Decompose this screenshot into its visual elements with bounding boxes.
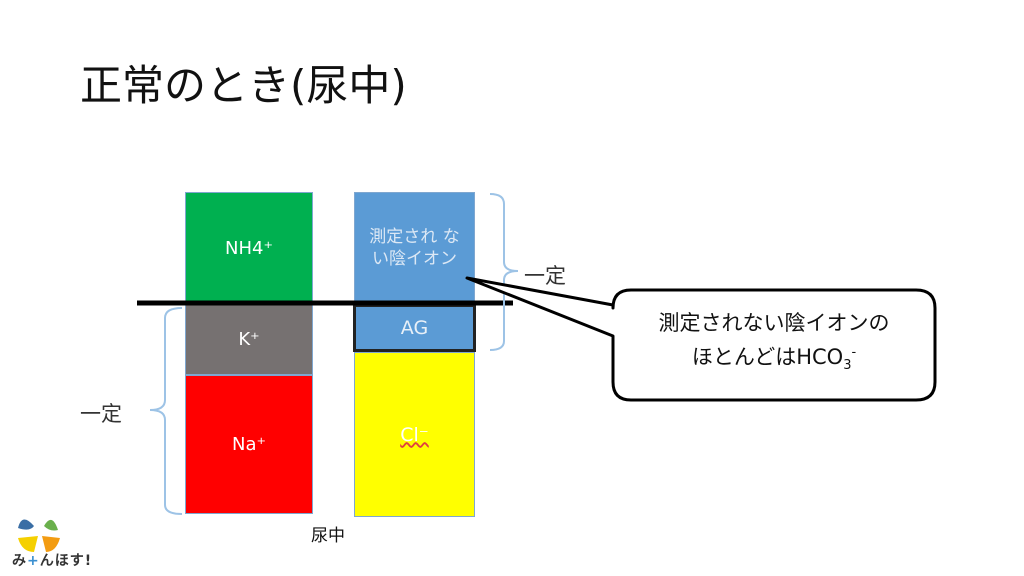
callout-line-2: ほとんどはHCO3- xyxy=(691,345,857,374)
unmeasured-label-1: 測定され な xyxy=(369,227,460,247)
na-segment: Na⁺ xyxy=(185,375,313,514)
cl-segment: Cl⁻ xyxy=(354,352,475,517)
logo-icon xyxy=(18,519,60,552)
unmeasured-label-2: い陰イオン xyxy=(372,249,457,269)
logo-text: み+んほす! xyxy=(12,553,93,569)
left-bracket-label: 一定 xyxy=(80,402,122,426)
right-bracket xyxy=(489,193,519,351)
callout-bubble xyxy=(465,276,937,402)
cl-label: Cl⁻ xyxy=(400,423,429,446)
k-segment: K⁺ xyxy=(185,304,313,375)
callout-line-1: 測定されない陰イオンの xyxy=(658,311,890,336)
right-bracket-label: 一定 xyxy=(524,264,566,288)
ag-label: AG xyxy=(400,317,429,339)
na-label: Na⁺ xyxy=(232,434,266,455)
k-label: K⁺ xyxy=(238,329,260,350)
unmeasured-anion-segment: 測定され な い陰イオン xyxy=(354,192,475,304)
ag-segment: AG xyxy=(353,304,476,352)
x-axis-label: 尿中 xyxy=(311,526,345,546)
nh4-segment: NH4⁺ xyxy=(185,192,313,304)
page-title: 正常のとき(尿中) xyxy=(80,61,407,110)
nh4-label: NH4⁺ xyxy=(225,237,273,259)
callout-text: 測定されない陰イオンの ほとんどはHCO3- xyxy=(614,292,934,398)
left-bracket xyxy=(149,307,183,515)
